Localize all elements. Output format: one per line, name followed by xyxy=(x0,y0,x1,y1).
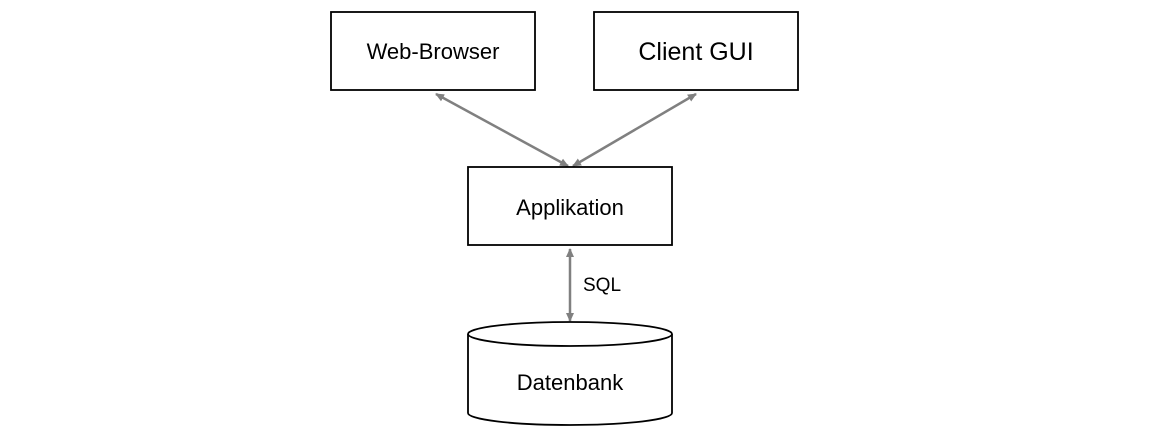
web-browser-label: Web-Browser xyxy=(367,39,500,64)
datenbank-cylinder-body xyxy=(467,334,673,426)
applikation-box xyxy=(467,166,673,246)
edge-client-gui-applikation xyxy=(572,92,697,168)
edge-web-browser-applikation xyxy=(435,92,569,168)
client-gui-label: Client GUI xyxy=(638,38,753,66)
web-browser-node: Web-Browser xyxy=(330,11,536,91)
datenbank-node: Datenbank xyxy=(467,321,673,426)
applikation-node: Applikation xyxy=(467,166,673,246)
client-gui-box xyxy=(593,11,799,91)
client-gui-node: Client GUI xyxy=(593,11,799,91)
sql-edge-label: SQL xyxy=(583,275,621,296)
web-browser-box xyxy=(330,11,536,91)
datenbank-label: Datenbank xyxy=(517,370,624,395)
datenbank-cylinder-top xyxy=(467,321,673,347)
applikation-label: Applikation xyxy=(516,195,624,220)
edges: SQL xyxy=(435,92,697,322)
